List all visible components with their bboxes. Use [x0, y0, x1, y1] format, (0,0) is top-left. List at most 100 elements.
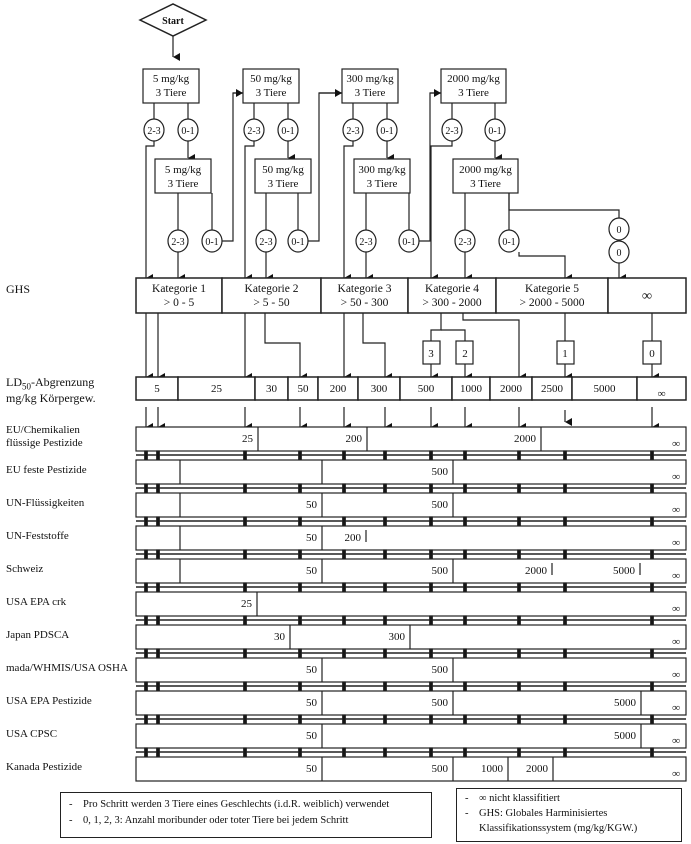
note-text: GHS: Globales Harminisiertes — [479, 808, 608, 819]
outcome-label: 2-3 — [247, 126, 260, 137]
dose-box-top-2 — [242, 68, 300, 104]
tick-mark — [243, 681, 247, 692]
outcome-label: 0-1 — [205, 237, 218, 248]
tick-mark — [429, 549, 433, 560]
regulation-bar — [135, 624, 687, 650]
tick-mark — [563, 615, 567, 626]
ghs-category-name: Kategorie 5 — [525, 283, 579, 295]
tick-mark — [429, 648, 433, 659]
outcome-circle-low — [498, 229, 520, 253]
unclassified-symbol: ∞ — [672, 768, 680, 780]
tick-mark — [156, 681, 160, 692]
branch-to-zero — [508, 193, 620, 219]
outcome-label: 0-1 — [502, 237, 515, 248]
regulation-label-line: flüssige Pestizide — [6, 437, 83, 449]
ghs-category-name: Kategorie 3 — [338, 283, 392, 295]
tick-mark — [429, 483, 433, 494]
dose-box-bottom-2 — [254, 158, 312, 194]
threshold-value: 30 — [274, 631, 286, 643]
legend-notes-right: -∞ nicht klassifitiert -GHS: Globales Ha… — [456, 788, 682, 842]
note-text: Pro Schritt werden 3 Tiere eines Geschle… — [83, 799, 390, 810]
tick-mark — [563, 483, 567, 494]
dose-box-bottom-dose: 50 mg/kg — [262, 164, 304, 176]
tick-mark — [429, 582, 433, 593]
tick-mark — [383, 450, 387, 461]
arrow-to-next-dose — [419, 92, 441, 242]
threshold-value: 500 — [432, 565, 449, 577]
tick-mark — [463, 648, 467, 659]
threshold-value: 1000 — [481, 763, 504, 775]
connector-line — [441, 329, 466, 341]
threshold-value: 50 — [306, 763, 318, 775]
tick-mark — [650, 615, 654, 626]
ld50-label-sub: 50 — [22, 381, 31, 392]
tick-mark — [156, 615, 160, 626]
tick-mark — [342, 681, 346, 692]
regulation-bar — [135, 459, 687, 485]
dose-box-top-dose: 5 mg/kg — [153, 73, 190, 85]
ld50-cell — [636, 376, 687, 401]
tick-mark — [298, 549, 302, 560]
mortality-count: 0 — [649, 348, 655, 360]
tick-mark — [650, 582, 654, 593]
tick-mark — [383, 648, 387, 659]
outcome-label: 2-3 — [458, 237, 471, 248]
outcome-label: 0-1 — [281, 126, 294, 137]
tick-mark — [342, 747, 346, 758]
dose-box-top-animals: 3 Tiere — [256, 87, 287, 99]
ghs-unclassified: ∞ — [642, 289, 652, 304]
tick-mark — [463, 714, 467, 725]
tick-mark — [429, 615, 433, 626]
tick-mark — [463, 450, 467, 461]
outcome-label: 0 — [617, 248, 622, 259]
tick-mark — [243, 747, 247, 758]
tick-mark — [243, 615, 247, 626]
ld50-row-label: LD50-Abgrenzung mg/kg Körpergew. — [6, 376, 96, 404]
tick-mark — [342, 582, 346, 593]
unclassified-symbol: ∞ — [672, 570, 680, 582]
unclassified-symbol: ∞ — [672, 735, 680, 747]
tick-mark — [342, 648, 346, 659]
tick-mark — [563, 582, 567, 593]
tick-mark — [342, 549, 346, 560]
tick-mark — [243, 516, 247, 527]
threshold-value: 300 — [389, 631, 406, 643]
outcome-label: 0 — [617, 225, 622, 236]
regulation-label: UN-Flüssigkeiten — [6, 497, 84, 510]
regulation-bar — [135, 723, 687, 749]
tick-mark — [563, 516, 567, 527]
ld50-label-rest: -Abgrenzung — [31, 375, 95, 389]
tick-mark — [298, 516, 302, 527]
dose-box-bottom-4 — [452, 158, 519, 194]
tick-mark — [463, 582, 467, 593]
threshold-value: 500 — [432, 697, 449, 709]
regulation-label-line: mada/WHMIS/USA OSHA — [6, 662, 128, 674]
note-item: Klassifikationssystem (mg/kg/KGW.) — [465, 821, 673, 836]
outcome-label: 0-1 — [380, 126, 393, 137]
ld50-value: 300 — [371, 383, 388, 395]
ghs-category-name: Kategorie 4 — [425, 283, 479, 295]
tick-mark — [144, 516, 148, 527]
tick-mark — [298, 681, 302, 692]
regulation-bar — [135, 492, 687, 518]
tick-mark — [156, 483, 160, 494]
regulation-label-line: Kanada Pestizide — [6, 761, 83, 773]
regulation-bar — [135, 591, 687, 617]
tick-mark — [144, 648, 148, 659]
ghs-category-range: > 2000 - 5000 — [520, 297, 585, 309]
threshold-value: 200 — [345, 532, 362, 544]
start-diamond — [138, 3, 208, 37]
dose-box-bottom-dose: 2000 mg/kg — [459, 164, 512, 176]
connector-line — [462, 313, 526, 381]
arrow-to-ghs — [244, 141, 255, 282]
unclassified-symbol: ∞ — [672, 669, 680, 681]
unclassified-symbol: ∞ — [672, 636, 680, 648]
regulation-label-line: EU feste Pestizide — [6, 464, 87, 476]
dose-box-top-animals: 3 Tiere — [458, 87, 489, 99]
tick-mark — [650, 648, 654, 659]
tick-mark — [563, 747, 567, 758]
tick-mark — [563, 549, 567, 560]
regulation-label-line: USA CPSC — [6, 728, 58, 740]
tick-mark — [517, 615, 521, 626]
